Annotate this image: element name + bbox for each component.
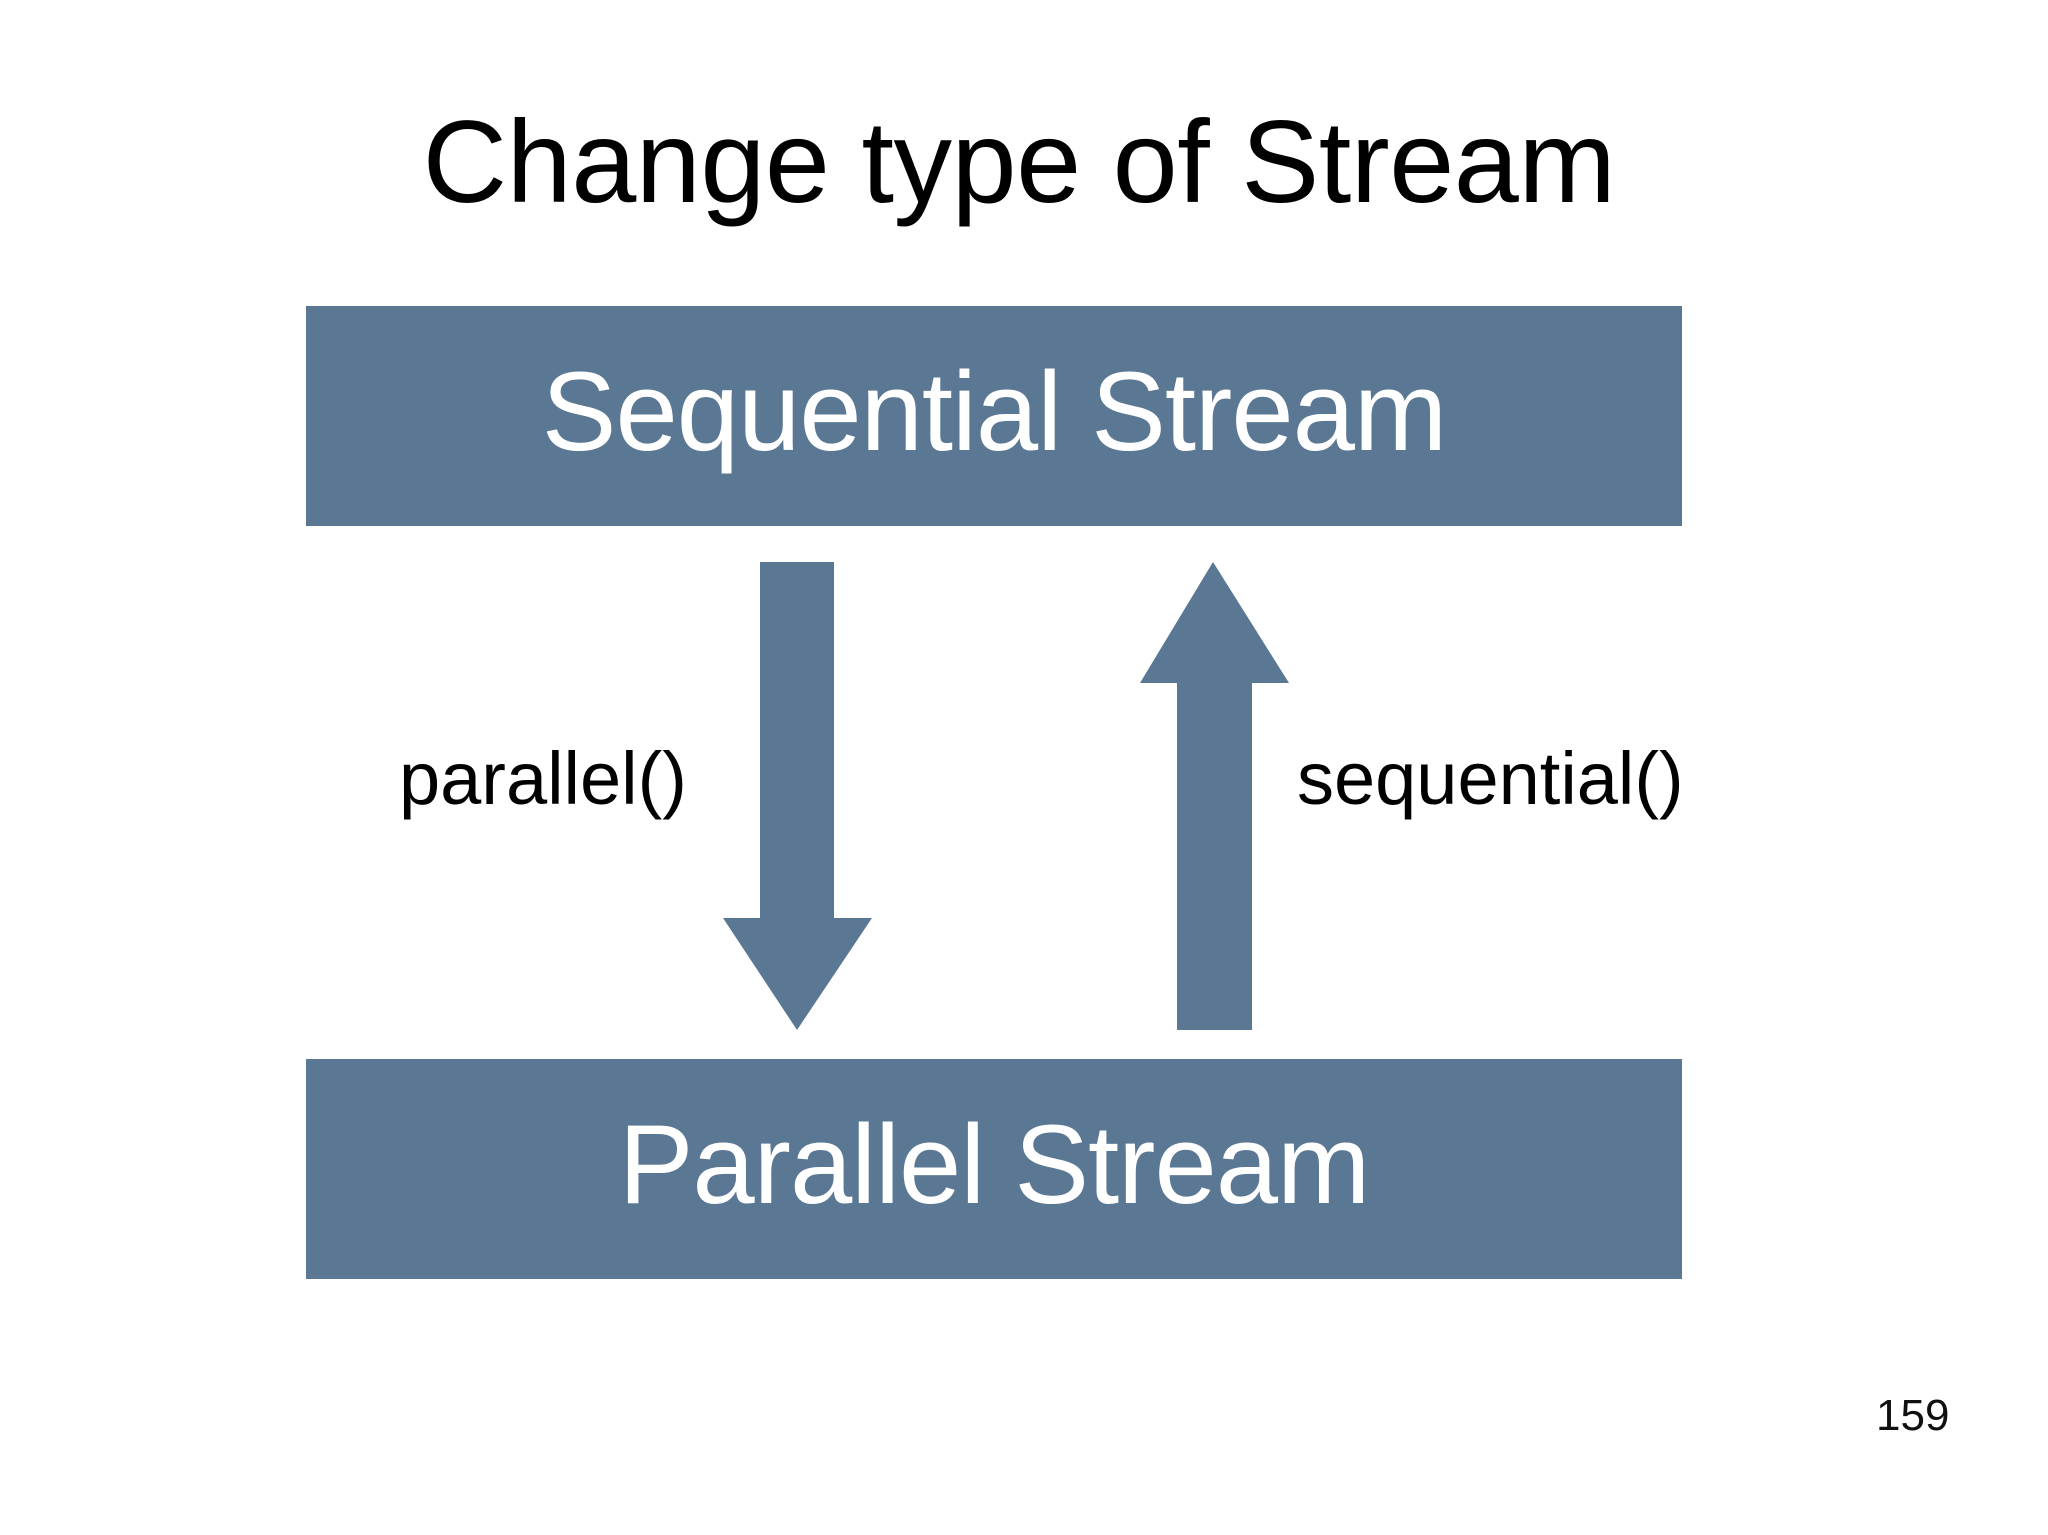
node-parallel-stream[interactable]: Parallel Stream [306,1059,1682,1279]
arrow-down-icon [715,562,881,1030]
page-title: Change type of Stream [422,96,1616,227]
node-sequential-stream-label: Sequential Stream [541,349,1447,474]
node-parallel-stream-label: Parallel Stream [618,1102,1371,1227]
arrow-up-icon [1131,562,1297,1030]
edge-label-sequential: sequential() [1297,737,1684,820]
edge-label-parallel: parallel() [399,737,687,820]
page-number: 159 [1876,1391,1950,1440]
node-sequential-stream[interactable]: Sequential Stream [306,306,1682,526]
